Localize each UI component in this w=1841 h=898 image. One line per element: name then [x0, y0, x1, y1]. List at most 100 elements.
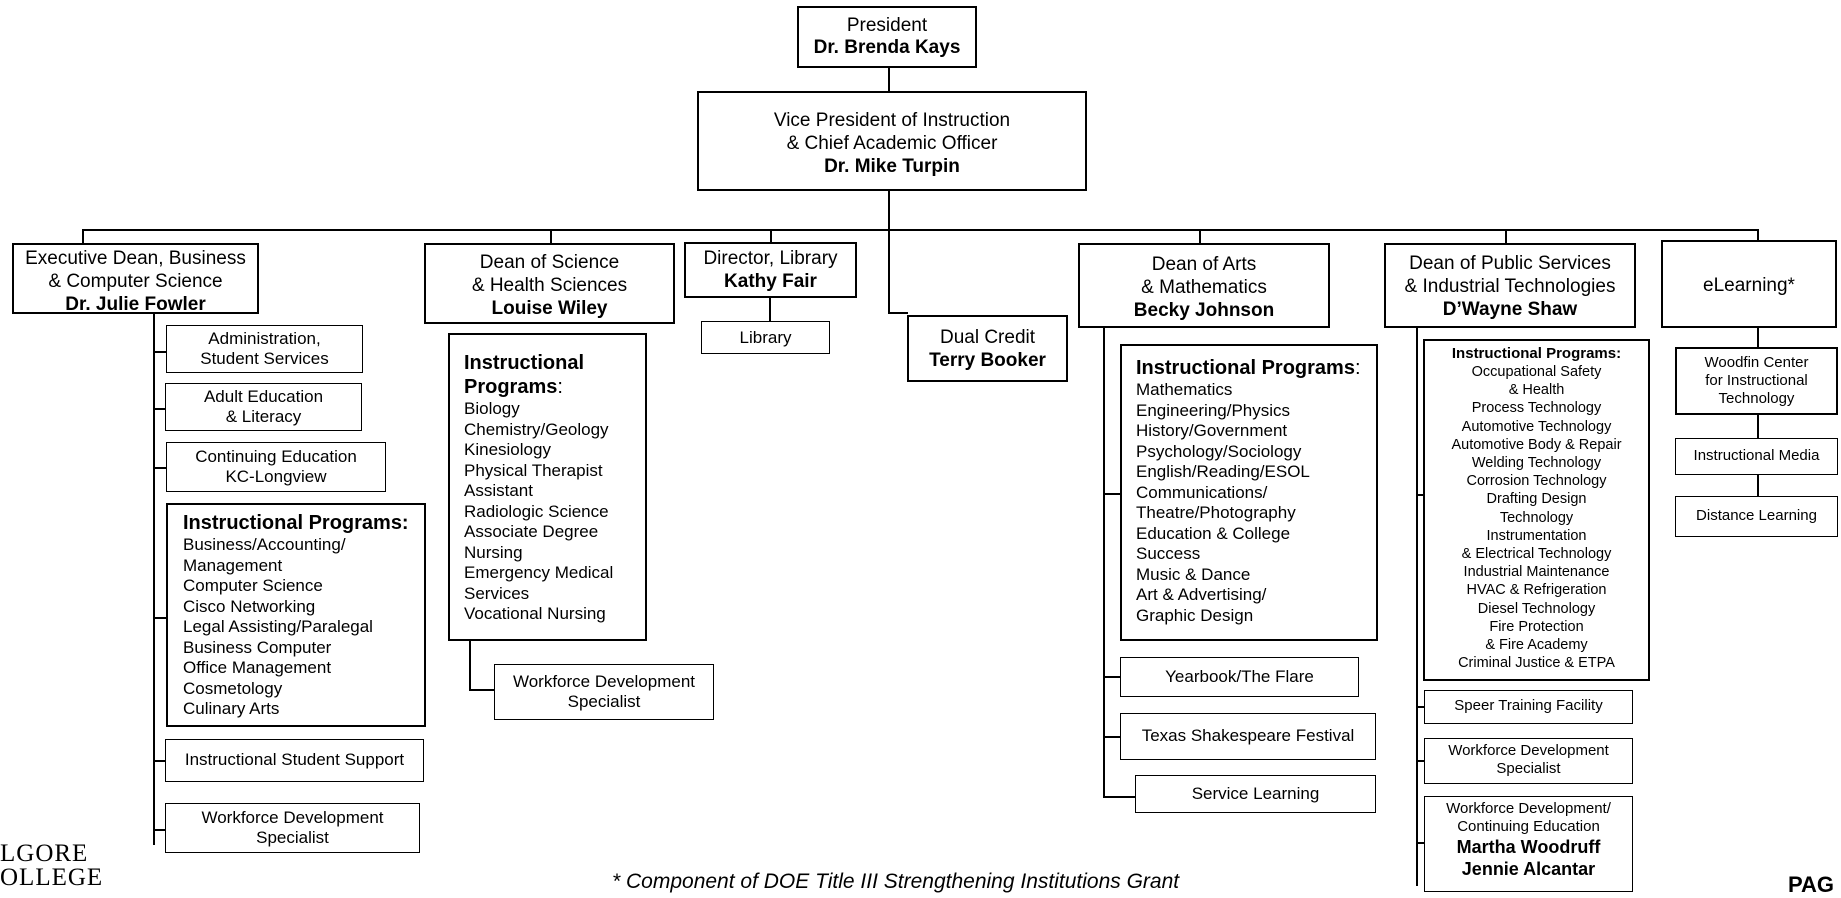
- business-program-item: Cisco Networking: [183, 596, 316, 616]
- connector: [770, 229, 772, 242]
- public-workforce-line2: Specialist: [1496, 760, 1561, 777]
- public-program-item: & Electrical Technology: [1461, 546, 1612, 563]
- arts-program-item: Graphic Design: [1136, 605, 1254, 625]
- connector: [550, 229, 552, 243]
- connector: [153, 313, 155, 845]
- adult-education-line1: Adult Education: [203, 387, 324, 406]
- connector: [888, 58, 890, 92]
- instructional-media-box: Instructional Media: [1675, 438, 1838, 475]
- public-program-item: Criminal Justice & ETPA: [1458, 655, 1615, 672]
- instructional-media-label: Instructional Media: [1693, 447, 1820, 464]
- connector: [1416, 842, 1425, 844]
- science-program-item: Physical Therapist: [464, 460, 603, 480]
- connector: [153, 760, 165, 762]
- administration-line1: Administration,: [208, 329, 321, 348]
- president-box: President Dr. Brenda Kays: [797, 6, 977, 68]
- administration-box: Administration, Student Services: [166, 325, 363, 373]
- public-program-item: & Fire Academy: [1485, 637, 1588, 654]
- connector: [888, 312, 908, 314]
- connector: [769, 296, 771, 322]
- adult-education-box: Adult Education & Literacy: [165, 383, 362, 431]
- arts-program-item: Music & Dance: [1136, 564, 1251, 584]
- arts-dean-box: Dean of Arts & Mathematics Becky Johnson: [1078, 243, 1330, 328]
- science-workforce-line1: Workforce Development: [512, 672, 696, 691]
- service-learning-box: Service Learning: [1135, 775, 1376, 813]
- business-program-item: Cosmetology: [183, 678, 283, 698]
- connector: [1103, 796, 1136, 798]
- science-program-item: Radiologic Science: [464, 501, 609, 521]
- connector: [1757, 229, 1759, 243]
- connector: [1757, 413, 1759, 439]
- connector: [1757, 474, 1759, 496]
- connector: [469, 640, 471, 690]
- science-program-item: Chemistry/Geology: [464, 419, 609, 439]
- business-workforce-line1: Workforce Development: [201, 808, 384, 827]
- public-workforce-box: Workforce Development Specialist: [1424, 738, 1633, 784]
- arts-programs-header: Instructional Programs:: [1136, 357, 1361, 379]
- business-programs-header: Instructional Programs:: [183, 512, 409, 534]
- science-dean-name: Louise Wiley: [491, 298, 608, 319]
- arts-program-item: History/Government: [1136, 421, 1288, 440]
- science-workforce-box: Workforce Development Specialist: [494, 664, 714, 720]
- footnote: * Component of DOE Title III Strengtheni…: [612, 870, 1180, 893]
- arts-dean-name: Becky Johnson: [1133, 300, 1275, 321]
- logo-line1: LGORE: [0, 840, 89, 867]
- connector: [1199, 229, 1201, 243]
- business-dean-name: Dr. Julie Fowler: [65, 294, 206, 315]
- public-program-item: Corrosion Technology: [1466, 473, 1607, 490]
- arts-program-item: Theatre/Photography: [1136, 503, 1296, 522]
- science-program-item: Assistant: [464, 481, 533, 500]
- public-workforce-line1: Workforce Development: [1448, 742, 1609, 759]
- connector: [1103, 493, 1120, 495]
- woodfin-box: Woodfin Center for Instructional Technol…: [1675, 347, 1838, 415]
- arts-program-item: Psychology/Sociology: [1136, 441, 1302, 461]
- connector: [153, 408, 165, 410]
- connector: [153, 617, 167, 619]
- vp-box: Vice President of Instruction & Chief Ac…: [697, 91, 1087, 191]
- public-dean-name: D’Wayne Shaw: [1442, 299, 1578, 320]
- science-programs-header2: Programs:: [464, 376, 563, 398]
- business-program-item: Computer Science: [183, 576, 323, 595]
- dual-credit-box: Dual Credit Terry Booker: [907, 315, 1068, 382]
- business-program-item: Office Management: [183, 658, 332, 677]
- public-program-item: Instrumentation: [1486, 527, 1587, 544]
- connector: [1416, 494, 1424, 496]
- science-program-item: Associate Degree: [464, 522, 599, 541]
- public-dean-title-line2: & Industrial Technologies: [1404, 276, 1616, 297]
- connector: [1416, 706, 1425, 708]
- service-learning-label: Service Learning: [1191, 784, 1320, 803]
- student-support-box: Instructional Student Support: [165, 739, 424, 782]
- public-program-item: Automotive Technology: [1461, 418, 1612, 435]
- science-program-item: Biology: [464, 399, 520, 418]
- shakespeare-box: Texas Shakespeare Festival: [1120, 713, 1376, 760]
- college-logo: LGORE OLLEGE: [0, 840, 103, 890]
- elearning-box: eLearning*: [1661, 240, 1837, 328]
- continuing-education-box: Continuing Education KC-Longview: [166, 442, 386, 492]
- business-program-item: Management: [183, 555, 283, 575]
- yearbook-label: Yearbook/The Flare: [1165, 667, 1314, 686]
- adult-education-line2: & Literacy: [225, 407, 302, 426]
- business-dean-title-line2: & Computer Science: [48, 271, 223, 292]
- connector: [1103, 327, 1105, 797]
- science-program-item: Emergency Medical: [464, 563, 614, 582]
- arts-program-item: Communications/: [1136, 482, 1268, 502]
- public-program-item: Automotive Body & Repair: [1451, 436, 1622, 453]
- public-program-item: Technology: [1499, 509, 1574, 526]
- woodfin-line1: Woodfin Center: [1704, 354, 1809, 371]
- science-program-item: Kinesiology: [464, 440, 551, 459]
- connector: [469, 689, 495, 691]
- workforce-continuing-line2: Continuing Education: [1457, 818, 1600, 835]
- continuing-education-line2: KC-Longview: [225, 467, 327, 486]
- library-label: Library: [739, 328, 792, 347]
- arts-program-item: Mathematics: [1136, 380, 1233, 399]
- distance-learning-label: Distance Learning: [1696, 507, 1817, 524]
- connector: [1505, 229, 1507, 243]
- library-director-title: Director, Library: [703, 248, 838, 269]
- workforce-continuing-name1: Martha Woodruff: [1456, 837, 1601, 857]
- science-dean-title-line2: & Health Sciences: [471, 275, 628, 296]
